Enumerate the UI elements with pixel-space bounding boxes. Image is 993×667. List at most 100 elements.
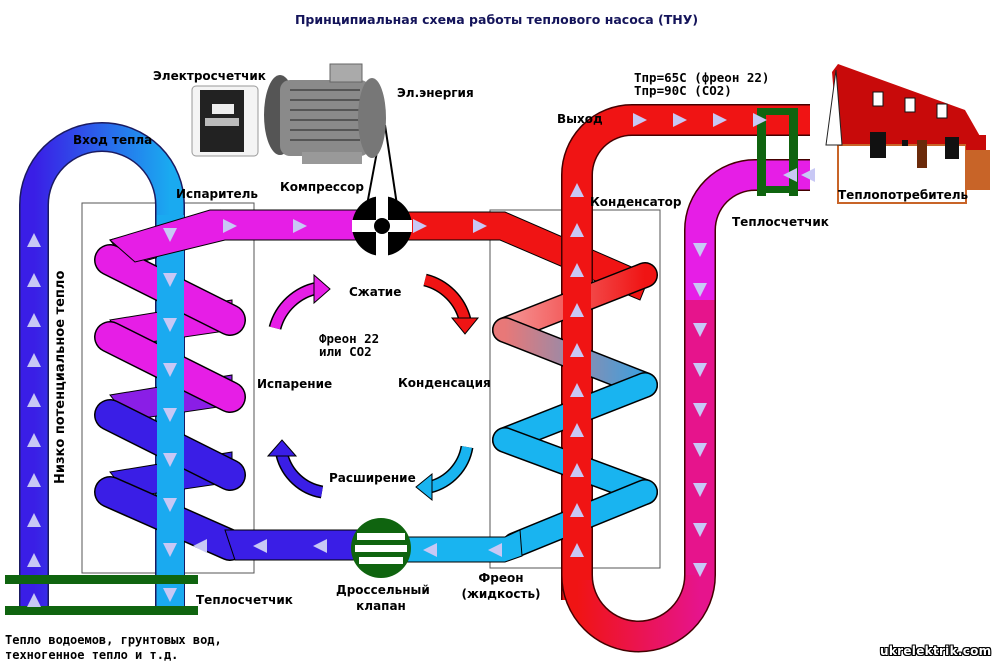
flow-arrow-icon (223, 219, 237, 233)
heat-input-label: Вход тепла (73, 133, 153, 147)
heating-return-pipe (685, 160, 810, 575)
flow-arrow-icon (313, 539, 327, 553)
heating-supply-pipe (562, 105, 810, 600)
heating-bottom-bend (562, 574, 715, 651)
flow-arrow-icon (163, 318, 177, 332)
heat-sources-label-line1: Тепло водоемов, грунтовых вод, (5, 633, 222, 647)
electricity-meter-label: Электросчетчик (153, 69, 266, 83)
flow-arrow-icon (163, 498, 177, 512)
heat-meter-bottom (5, 575, 198, 615)
compression-arrow (270, 283, 320, 330)
flow-arrow-icon (27, 393, 41, 407)
flow-arrow-icon (163, 363, 177, 377)
flow-arrow-icon (163, 453, 177, 467)
flow-arrow-icon (163, 228, 177, 242)
throttle-valve-label-line1: Дроссельный (336, 583, 430, 597)
flow-arrow-icon (570, 223, 584, 237)
flow-arrow-icon (570, 463, 584, 477)
throttle-valve-label-line2: клапан (356, 599, 406, 613)
flow-arrow-icon (193, 539, 207, 553)
condenser-label: Конденсатор (590, 195, 682, 209)
flow-arrow-icon (570, 543, 584, 557)
flow-arrow-icon (473, 219, 487, 233)
flow-arrow-icon (693, 363, 707, 377)
flow-arrow-icon (27, 313, 41, 327)
flow-arrow-icon (753, 113, 767, 127)
heat-sources-label-line2: техногенное тепло и т.д. (5, 648, 179, 662)
diagram-title: Принципиальная схема работы теплового на… (294, 12, 699, 27)
flow-arrow-icon (570, 263, 584, 277)
heat-meter-top (757, 108, 798, 196)
throttle-valve-symbol (351, 518, 411, 578)
flow-arrow-icon (27, 513, 41, 527)
flow-arrow-icon (693, 403, 707, 417)
condensation-arrow (423, 275, 470, 322)
refrigerant-label-line1: Фреон 22 (319, 331, 380, 346)
evaporation-label: Испарение (257, 377, 333, 391)
house-image (825, 64, 990, 204)
refrigerant-label-line2: или CO2 (319, 344, 372, 359)
heat-meter-bottom-label: Теплосчетчик (196, 593, 293, 607)
condensation-label: Конденсация (398, 376, 491, 390)
flow-arrow-icon (570, 343, 584, 357)
freon-liquid-label-line2: (жидкость) (461, 587, 541, 601)
flow-arrow-icon (27, 473, 41, 487)
flow-markers (27, 113, 815, 607)
flow-arrow-icon (163, 588, 177, 602)
flow-arrow-icon (163, 273, 177, 287)
condenser-coils (379, 262, 658, 563)
temp-freon-label: Tпр=65C (фреон 22) (634, 70, 770, 85)
flow-arrow-icon (693, 443, 707, 457)
watermark: ukrelektrik.com (880, 644, 992, 658)
flow-arrow-icon (693, 563, 707, 577)
electricity-meter-image (191, 85, 259, 157)
cycle-arrows (266, 273, 480, 502)
flow-arrow-icon (570, 183, 584, 197)
flow-arrow-icon (693, 243, 707, 257)
flow-arrow-icon (253, 539, 267, 553)
expansion-arrow (428, 445, 472, 492)
flow-arrow-icon (293, 219, 307, 233)
motor-image (264, 63, 386, 164)
suction-line (108, 209, 381, 263)
heat-consumer-label: Теплопотребитель (838, 188, 969, 202)
flow-arrow-icon (783, 168, 797, 182)
flow-arrow-icon (801, 168, 815, 182)
flow-arrow-icon (693, 283, 707, 297)
temp-co2-label: Tпр=90C (CO2) (634, 83, 732, 98)
flow-arrow-icon (673, 113, 687, 127)
expansion-label: Расширение (329, 471, 416, 485)
flow-arrow-icon (413, 219, 427, 233)
evaporation-arrow (277, 453, 324, 497)
freon-liquid-label-line1: Фреон (478, 571, 524, 585)
flow-arrow-icon (570, 303, 584, 317)
flow-arrow-icon (163, 408, 177, 422)
flow-arrow-icon (27, 233, 41, 247)
source-loop-pipe (20, 123, 184, 610)
compression-label: Сжатие (349, 285, 402, 299)
flow-arrow-icon (693, 483, 707, 497)
flow-arrow-icon (713, 113, 727, 127)
flow-arrow-icon (570, 423, 584, 437)
flow-arrow-icon (570, 503, 584, 517)
flow-arrow-icon (423, 543, 437, 557)
flow-arrow-icon (570, 383, 584, 397)
output-label: Выход (557, 112, 603, 126)
flow-arrow-icon (27, 353, 41, 367)
flow-arrow-icon (633, 113, 647, 127)
flow-arrow-icon (27, 273, 41, 287)
flow-arrow-icon (693, 323, 707, 337)
flow-arrow-icon (163, 543, 177, 557)
evaporator-label: Испаритель (176, 187, 259, 201)
flow-arrow-icon (27, 553, 41, 567)
heat-meter-top-label: Теплосчетчик (732, 215, 829, 229)
flow-arrow-icon (27, 433, 41, 447)
flow-arrow-icon (693, 523, 707, 537)
electric-energy-label: Эл.энергия (397, 86, 474, 100)
flow-arrow-icon (488, 543, 502, 557)
low-potential-heat-label: Низко потенциальное тепло (53, 270, 68, 484)
compressor-symbol (352, 124, 412, 256)
flow-arrow-icon (27, 593, 41, 607)
